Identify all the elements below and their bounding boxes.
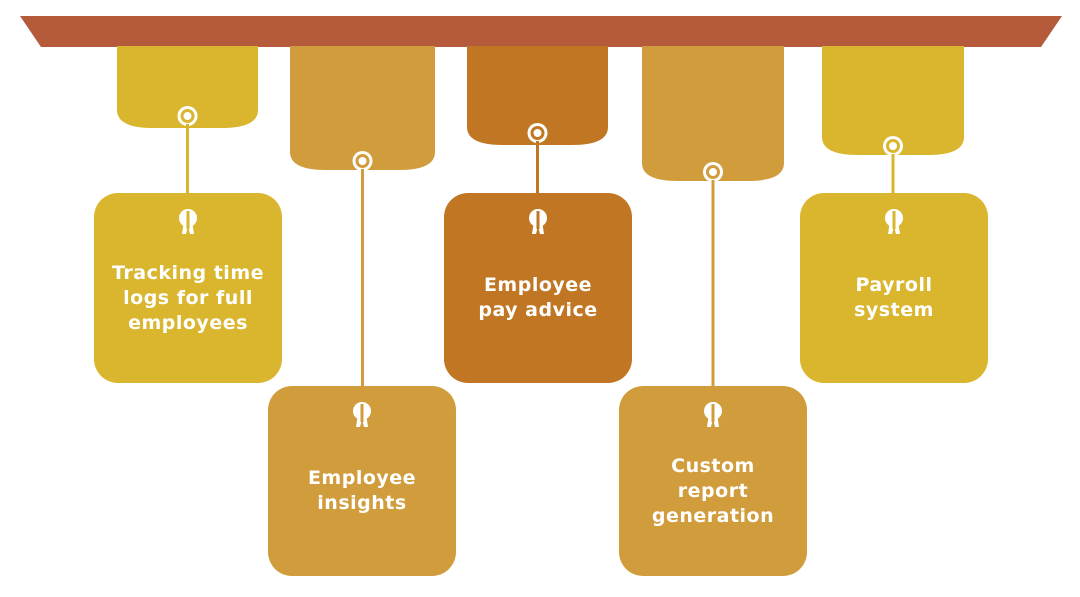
top-bar <box>20 16 1062 47</box>
tag-label-line: Tracking time <box>112 261 264 284</box>
keyhole-icon <box>885 209 903 234</box>
tag-label-line: pay advice <box>478 299 598 321</box>
tag-label-line: system <box>854 299 934 321</box>
hanging-tab <box>467 46 608 145</box>
keyhole-icon <box>529 209 547 234</box>
tag-label-line: insights <box>317 492 407 514</box>
keyhole-icon <box>704 402 722 427</box>
ring-inner <box>180 109 195 123</box>
ring-inner <box>886 139 900 153</box>
tag-card-employee-pay-advice: Employee pay advice <box>444 193 632 383</box>
ring-hole <box>883 136 903 156</box>
tag-label-line: Payroll <box>855 274 933 296</box>
tag-label-line: Employee <box>483 274 593 296</box>
tag-label: Tracking time logs for full employees <box>112 261 264 336</box>
tabs-layer <box>117 46 964 182</box>
tag-card-tracking-time-logs: Tracking time logs for full employees <box>94 193 282 383</box>
tag-card-custom-report-generation: Custom report generation <box>619 386 807 576</box>
tag-label-line: logs for full <box>123 286 253 309</box>
keyhole-icon <box>353 402 371 427</box>
hanging-tab <box>822 46 964 155</box>
tag-label: Employee pay advice <box>478 273 597 323</box>
tag-label: Payroll system <box>854 273 934 323</box>
ring-hole <box>352 151 373 171</box>
hanging-tab <box>642 46 784 181</box>
ring-hole <box>527 123 548 143</box>
ring-inner <box>355 154 370 168</box>
tag-label-line: report <box>677 479 749 502</box>
hanging-tab <box>290 46 435 170</box>
tag-label-line: Employee <box>307 467 417 489</box>
ring-inner <box>530 126 545 140</box>
ring-hole <box>177 106 198 126</box>
tag-label-line: Custom <box>671 454 755 477</box>
tag-card-payroll-system: Payroll system <box>800 193 988 383</box>
tag-label: Custom report generation <box>652 454 774 529</box>
strings-layer <box>186 124 895 388</box>
tag-card-employee-insights: Employee insights <box>268 386 456 576</box>
tag-label-line: generation <box>651 504 775 527</box>
ring-inner <box>706 165 720 179</box>
tag-label: Employee insights <box>308 466 416 516</box>
ring-hole <box>703 162 723 182</box>
tag-label-line: employees <box>128 311 248 334</box>
keyhole-icon <box>179 209 197 234</box>
hanging-tab <box>117 46 258 128</box>
